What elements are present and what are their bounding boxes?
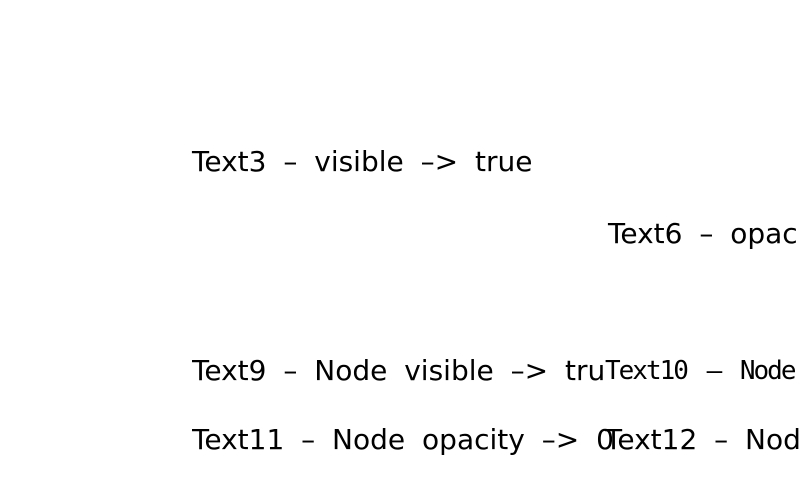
text9-label: Text9 – Node visible –> true — [192, 354, 605, 387]
text11-label: Text11 – Node opacity –> 0.5 — [192, 423, 612, 456]
text6-label: Text6 – opacity — [608, 217, 800, 250]
text12-label: Text12 – Node — [605, 423, 800, 456]
text10-label: Text10 – Node — [605, 356, 796, 386]
text3-label: Text3 – visible –> true — [192, 145, 533, 178]
